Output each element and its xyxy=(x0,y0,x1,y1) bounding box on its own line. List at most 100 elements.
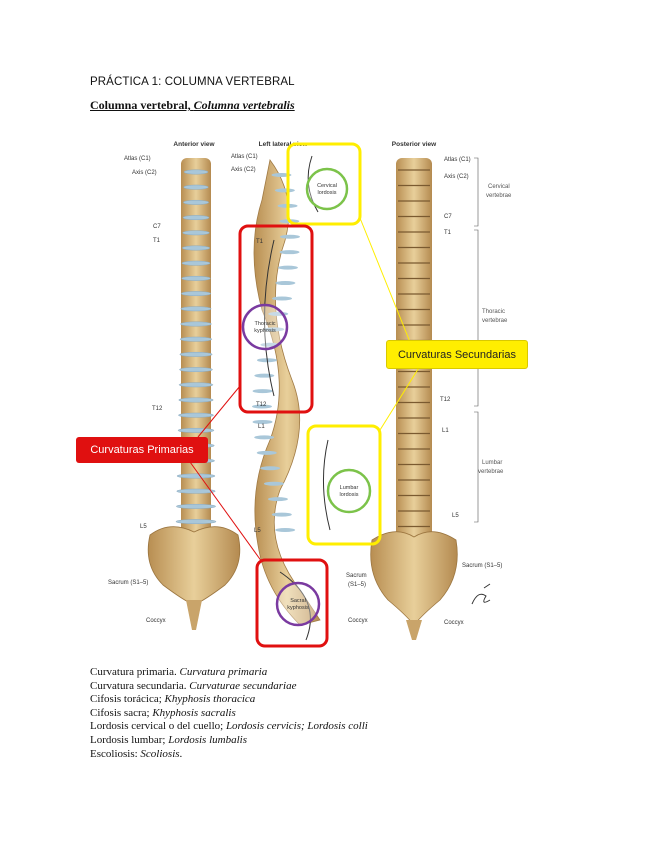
illustrator-signature xyxy=(471,583,491,605)
term-item: Cifosis sacra; Khyphosis sacralis xyxy=(90,706,236,719)
intervertebral-disc xyxy=(181,275,211,281)
intervertebral-disc xyxy=(183,184,209,190)
intervertebral-disc xyxy=(254,435,275,440)
cervical-vertebrae-label-1: Cervical xyxy=(488,184,510,190)
term-item: Lordosis lumbar; Lordosis lumbalis xyxy=(90,733,247,746)
intervertebral-disc xyxy=(252,389,273,394)
lumbar-lordosis-label-2: lordosis xyxy=(340,492,359,498)
lumbar-curve-box xyxy=(306,424,382,546)
intervertebral-disc xyxy=(275,528,296,532)
label-l5-lateral: L5 xyxy=(254,528,261,534)
primary-curvatures-callout: Curvaturas Primarias xyxy=(76,437,208,463)
thoracic-curve-line xyxy=(264,239,275,397)
label-t12-lateral: T12 xyxy=(256,402,267,408)
intervertebral-disc xyxy=(177,427,215,433)
subtitle-plain: Columna vertebral, xyxy=(90,98,191,112)
sacral-curve-box xyxy=(255,558,329,648)
posterior-labels: Atlas (C1) Axis (C2) C7 T1 T12 L1 L5 Sac… xyxy=(440,157,502,626)
intervertebral-disc xyxy=(176,488,216,494)
thoracic-vertebrae-label-2: vertebrae xyxy=(482,318,508,324)
label-axis-posterior: Axis (C2) xyxy=(444,174,469,180)
intervertebral-disc xyxy=(260,466,281,471)
intervertebral-disc xyxy=(252,404,273,409)
label-c7-anterior: C7 xyxy=(153,224,161,230)
label-coccyx-anterior: Coccyx xyxy=(146,618,166,624)
lumbar-lordosis-circle xyxy=(326,468,372,514)
term-item: Lordosis cervical o del cuello; Lordosis… xyxy=(90,720,368,733)
region-brackets xyxy=(474,157,479,523)
label-l5-posterior: L5 xyxy=(452,513,459,519)
intervertebral-disc xyxy=(267,497,288,502)
intervertebral-disc xyxy=(277,265,298,270)
intervertebral-disc xyxy=(263,481,284,486)
label-c7-posterior: C7 xyxy=(444,214,452,220)
cervical-lordosis-circle xyxy=(305,167,349,211)
cervical-lordosis-label-1: Cervical xyxy=(317,183,337,189)
intervertebral-disc xyxy=(271,173,292,177)
intervertebral-disc xyxy=(180,321,212,327)
sacral-kyphosis-label-1: Sacral xyxy=(290,598,306,604)
intervertebral-disc xyxy=(178,397,214,403)
lumbar-curve-line xyxy=(323,439,331,531)
label-sacrum-posterior: Sacrum (S1–5) xyxy=(462,563,502,569)
intervertebral-disc xyxy=(254,373,275,378)
anterior-view-heading: Anterior view xyxy=(173,141,215,148)
thoracic-kyphosis-label-1: Thoracic xyxy=(254,321,275,327)
intervertebral-disc xyxy=(275,281,296,286)
label-coccyx-posterior: Coccyx xyxy=(444,620,464,626)
intervertebral-disc xyxy=(274,188,295,193)
sacral-kyphosis-label-2: kyphosis xyxy=(287,605,309,611)
label-sacrum-anterior: Sacrum (S1–5) xyxy=(108,580,148,586)
intervertebral-disc xyxy=(179,336,213,342)
lumbar-lordosis-label-1: Lumbar xyxy=(340,485,359,491)
page-title: PRÁCTICA 1: COLUMNA VERTEBRAL xyxy=(90,76,295,88)
term-item: Curvatura secundaria. Curvaturae secunda… xyxy=(90,679,297,692)
cervical-vertebrae-label-2: vertebrae xyxy=(486,193,512,199)
intervertebral-disc xyxy=(176,473,216,479)
intervertebral-disc xyxy=(176,503,216,509)
intervertebral-disc xyxy=(272,296,293,301)
thoracic-curve-box xyxy=(238,224,314,414)
thoracic-kyphosis-circle xyxy=(241,303,289,351)
label-l1-posterior: L1 xyxy=(442,428,449,434)
cervical-curve-box xyxy=(286,142,362,226)
intervertebral-disc xyxy=(175,519,217,525)
term-item: Escoliosis: Scoliosis. xyxy=(90,747,183,760)
label-sacrum-lateral: Sacrum xyxy=(346,573,367,579)
lateral-labels: Atlas (C1) Axis (C2) T1 T12 L1 L5 Sacrum… xyxy=(231,154,368,624)
subtitle-latin: Columna vertebralis xyxy=(193,98,295,112)
intervertebral-disc xyxy=(183,199,209,205)
intervertebral-disc xyxy=(180,291,212,297)
label-t12-posterior: T12 xyxy=(440,397,451,403)
intervertebral-disc xyxy=(182,230,210,236)
label-axis-lateral: Axis (C2) xyxy=(231,167,256,173)
intervertebral-disc xyxy=(252,419,273,424)
term-item: Curvatura primaria. Curvatura primaria xyxy=(90,666,268,678)
lumbar-vertebrae-label-2: vertebrae xyxy=(478,469,504,475)
label-l5-anterior: L5 xyxy=(140,524,147,530)
lateral-view-heading: Left lateral view xyxy=(259,141,309,148)
label-l1-lateral: L1 xyxy=(258,424,265,430)
intervertebral-disc xyxy=(179,351,213,357)
posterior-view-heading: Posterior view xyxy=(392,141,437,148)
label-t1-posterior: T1 xyxy=(444,230,452,236)
sacral-kyphosis-circle xyxy=(275,581,321,627)
secondary-curvatures-callout: Curvaturas Secundarias xyxy=(386,340,528,369)
label-t12-anterior: T12 xyxy=(152,406,163,412)
terminology-list: Curvatura primaria. Curvatura primaria C… xyxy=(90,666,368,761)
vertebral-column-figure: Anterior view Left lateral view Posterio… xyxy=(108,141,512,648)
label-axis-anterior: Axis (C2) xyxy=(132,170,157,176)
intervertebral-disc xyxy=(182,215,210,221)
label-coccyx-lateral: Coccyx xyxy=(348,618,368,624)
anterior-spine xyxy=(147,158,241,630)
intervertebral-disc xyxy=(181,260,211,266)
intervertebral-disc xyxy=(279,250,300,255)
intervertebral-disc xyxy=(178,412,214,418)
term-item: Cifosis torácica; Khyphosis thoracica xyxy=(90,693,256,706)
intervertebral-disc xyxy=(256,450,277,455)
intervertebral-disc xyxy=(264,327,285,332)
intervertebral-disc xyxy=(183,169,209,175)
label-atlas-anterior: Atlas (C1) xyxy=(124,156,151,162)
intervertebral-disc xyxy=(179,367,213,373)
intervertebral-disc xyxy=(180,306,212,312)
